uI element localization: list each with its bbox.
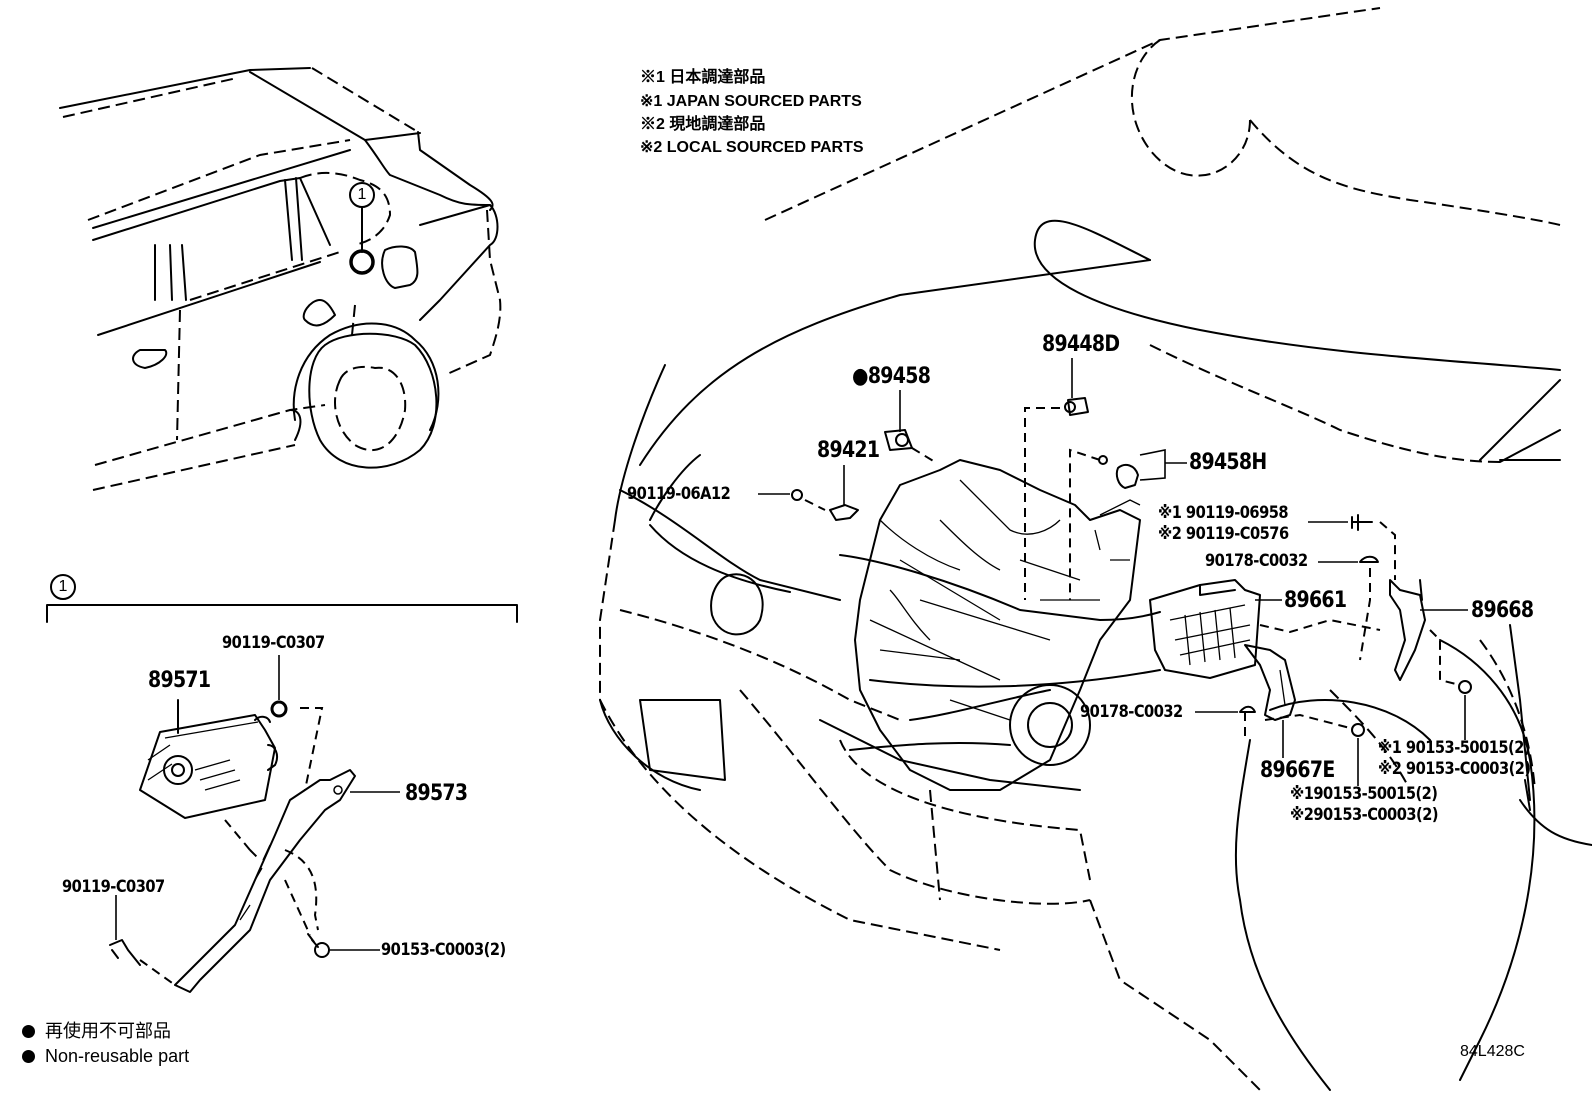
non-reusable-icon: ● <box>852 364 869 389</box>
part-label-89667E[interactable]: 89667E <box>1260 758 1335 783</box>
callout-ref-detail: 1 <box>50 574 76 600</box>
legend-non-reusable-en: Non-reusable part <box>22 1047 189 1065</box>
callout-ref-vehicle[interactable]: 1 <box>349 182 375 208</box>
note-text: LOCAL SOURCED PARTS <box>666 139 864 156</box>
note-text: JAPAN SOURCED PARTS <box>666 93 862 110</box>
note-text: 日本調達部品 <box>669 69 766 86</box>
note-text: 現地調達部品 <box>669 116 766 133</box>
part-label-90153-C0003-detail[interactable]: 90153-C0003(2) <box>381 940 506 960</box>
part-label-90178-C0032-bottom[interactable]: 90178-C0032 <box>1080 702 1183 722</box>
note-mark: ※2 <box>640 116 665 133</box>
figure-code: 84L428C <box>1460 1043 1525 1060</box>
legend-text: Non-reusable part <box>45 1046 190 1066</box>
part-label-90119-C0307-top[interactable]: 90119-C0307 <box>222 633 325 653</box>
part-label-90153-C0003-bottom[interactable]: ※290153-C0003(2) <box>1290 805 1439 825</box>
part-number: 89458 <box>867 364 931 389</box>
part-label-89458[interactable]: ●89458 <box>852 364 931 389</box>
part-label-89421[interactable]: 89421 <box>817 438 880 463</box>
legend-text: 再使用不可部品 <box>45 1021 171 1041</box>
note-mark: ※2 <box>640 139 663 156</box>
part-label-89573[interactable]: 89573 <box>405 781 468 806</box>
legend-non-reusable-jp: 再使用不可部品 <box>22 1022 171 1040</box>
note-mark: ※1 <box>640 93 663 110</box>
rear-vehicle-illustration <box>59 67 502 491</box>
front-vehicle-illustration <box>599 7 1592 1091</box>
note-japan-en: ※1 JAPAN SOURCED PARTS <box>640 94 862 110</box>
note-mark: ※1 <box>640 69 665 86</box>
part-label-90119-06A12[interactable]: 90119-06A12 <box>627 484 731 504</box>
note-local-en: ※2 LOCAL SOURCED PARTS <box>640 140 864 156</box>
note-japan-jp: ※1 日本調達部品 <box>640 70 765 86</box>
detail-view-illustration <box>46 604 518 993</box>
part-label-89448D[interactable]: 89448D <box>1042 332 1120 357</box>
part-label-89668[interactable]: 89668 <box>1471 598 1534 623</box>
part-label-90119-06958[interactable]: ※1 90119-06958 <box>1158 503 1289 523</box>
part-label-90153-C0003-right[interactable]: ※2 90153-C0003(2) <box>1378 759 1531 779</box>
filled-circle-icon <box>22 1025 35 1038</box>
part-label-89661[interactable]: 89661 <box>1284 588 1347 613</box>
part-label-89571[interactable]: 89571 <box>148 668 211 693</box>
part-label-90153-50015-bottom[interactable]: ※190153-50015(2) <box>1290 784 1438 804</box>
filled-circle-icon <box>22 1050 35 1063</box>
part-label-90153-50015-right[interactable]: ※1 90153-50015(2) <box>1378 738 1531 758</box>
part-label-90119-C0576[interactable]: ※2 90119-C0576 <box>1158 524 1289 544</box>
note-local-jp: ※2 現地調達部品 <box>640 117 765 133</box>
part-label-90178-C0032-top[interactable]: 90178-C0032 <box>1205 551 1308 571</box>
part-label-90119-C0307-bottom[interactable]: 90119-C0307 <box>62 877 165 897</box>
part-label-89458H[interactable]: 89458H <box>1189 450 1267 475</box>
